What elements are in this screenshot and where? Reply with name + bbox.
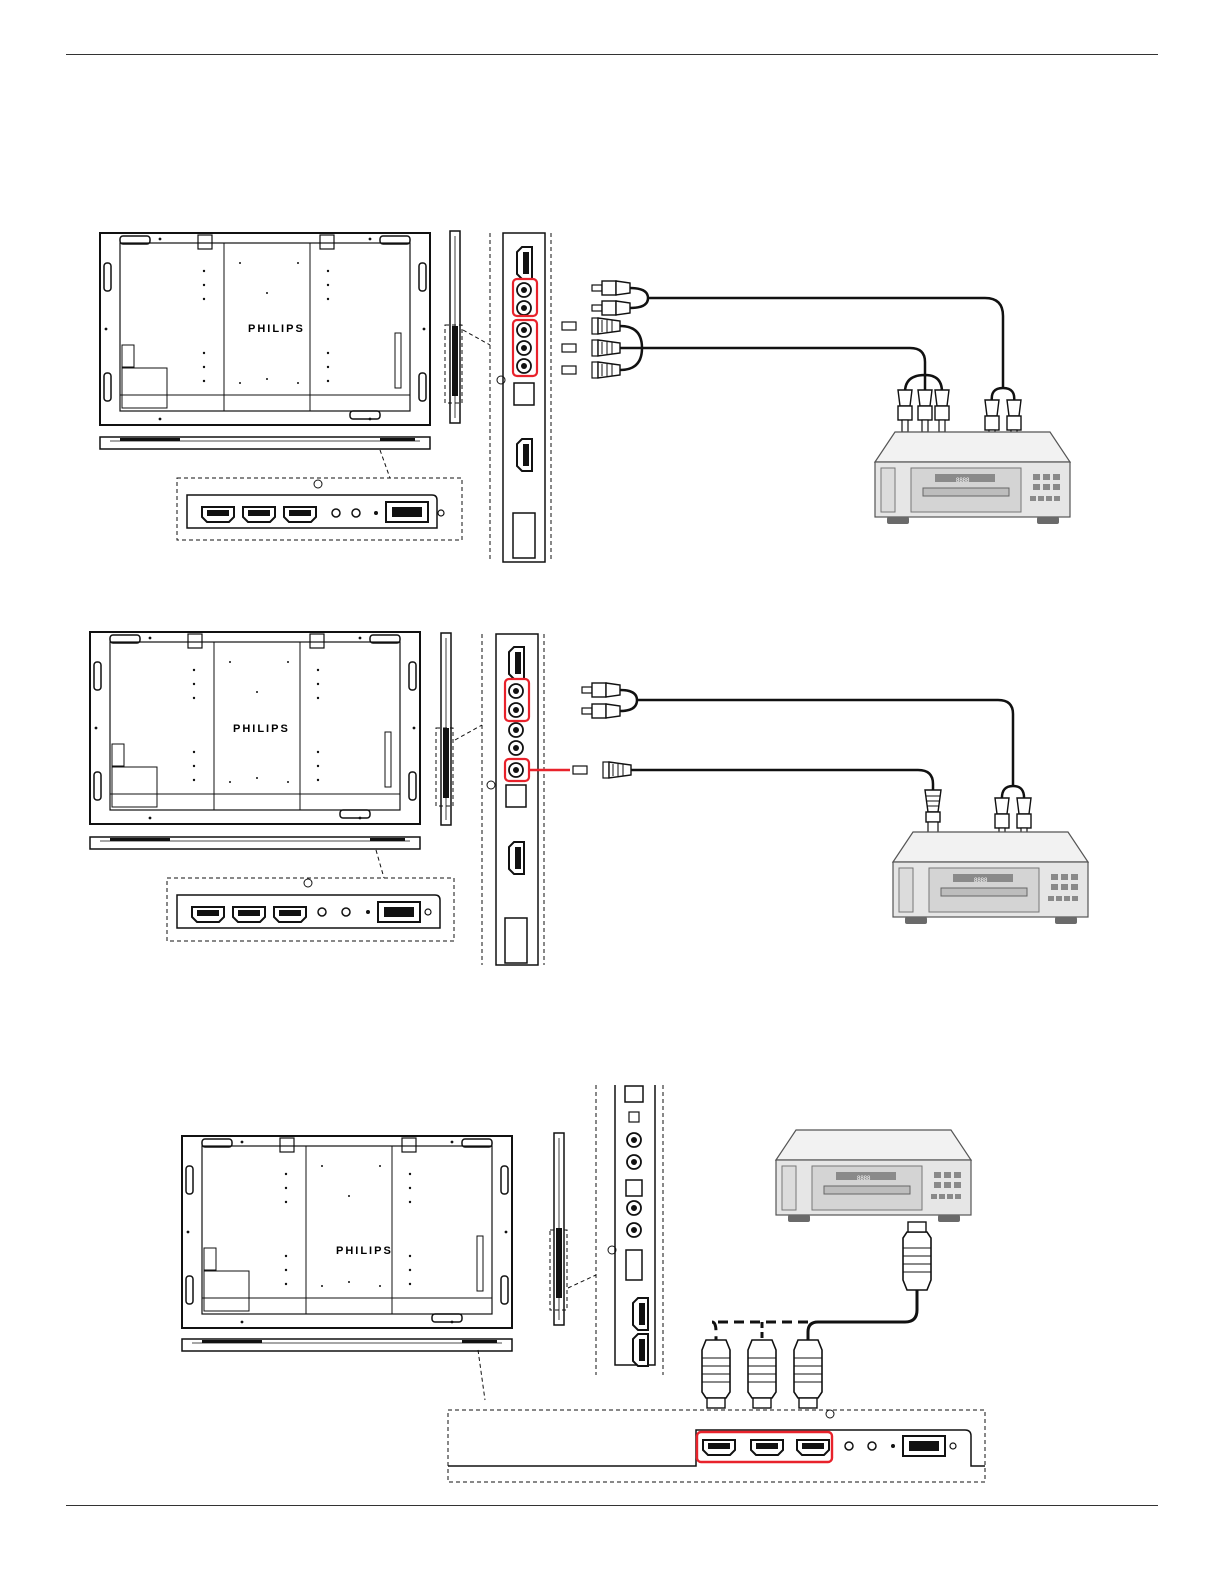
hdmi-cable: [702, 1222, 931, 1408]
display-side-edge: [450, 231, 460, 423]
side-port-zoom: [482, 634, 570, 965]
hdmi-port-3: [797, 1440, 829, 1455]
hdmi-port-3: [284, 507, 316, 522]
player-display: 8888: [956, 478, 970, 484]
dvd-player: [875, 432, 1070, 524]
diagram-composite-video: PHILIPS: [90, 632, 1088, 965]
bottom-port-zoom: [167, 878, 454, 941]
display-side-edge: [554, 1133, 564, 1325]
brand-logo: PHILIPS: [233, 723, 290, 735]
diagram-hdmi: PHILIPS: [182, 1085, 985, 1482]
diagram-component-video: PHILIPS: [100, 231, 1070, 562]
av-cable: [562, 281, 1021, 442]
display-rear-view: [182, 1136, 512, 1328]
bottom-port-zoom: [177, 478, 462, 540]
display-side-edge: [441, 633, 451, 825]
hdmi-port-1: [192, 907, 224, 922]
side-port-zoom: [596, 1085, 663, 1375]
dvd-player: [776, 1130, 971, 1222]
hdmi-port-2: [243, 507, 275, 522]
brand-logo: PHILIPS: [336, 1245, 393, 1257]
side-port-zoom: [490, 233, 551, 562]
dvd-player: [893, 832, 1088, 924]
brand-logo: PHILIPS: [248, 323, 305, 335]
hdmi-port-3: [274, 907, 306, 922]
hdmi-port-1: [202, 507, 234, 522]
player-display: 8888: [857, 1176, 871, 1182]
hdmi-port-1: [703, 1440, 735, 1455]
display-bottom-edge: [182, 1339, 512, 1351]
av-cable: [573, 683, 1031, 840]
display-bottom-edge: [100, 437, 430, 449]
display-bottom-edge: [90, 837, 420, 849]
player-display: 8888: [974, 878, 988, 884]
hdmi-port-2: [233, 907, 265, 922]
bottom-port-zoom: [448, 1410, 985, 1482]
hdmi-port-2: [751, 1440, 783, 1455]
